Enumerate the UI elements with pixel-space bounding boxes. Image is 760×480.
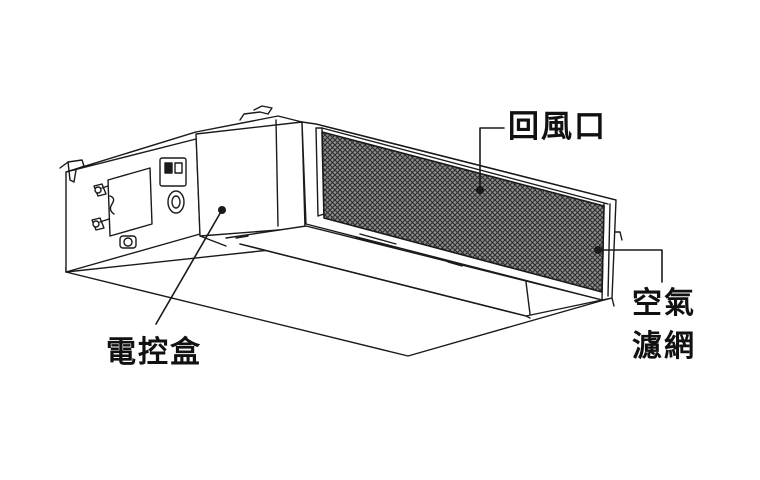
dot-return-air <box>476 186 484 194</box>
air-filter-mesh <box>321 131 605 293</box>
label-air-filter-line1: 空氣 <box>632 286 696 321</box>
mounting-bracket-top <box>239 105 273 121</box>
label-air-filter: 空氣 濾網 <box>632 282 712 368</box>
pipe-connection-gas <box>91 217 113 231</box>
side-cover-plate <box>107 167 153 237</box>
terminal-block <box>159 157 187 187</box>
label-air-filter-line2: 濾網 <box>632 329 696 364</box>
dot-control-box <box>218 206 226 214</box>
leader-return-air <box>479 127 505 191</box>
dot-filter <box>594 246 602 254</box>
wire-grommet <box>167 190 185 214</box>
mounting-bracket-left <box>59 159 85 183</box>
label-return-air: 回風口 <box>508 109 607 145</box>
lower-duct-flange <box>225 225 603 319</box>
leader-control-box <box>155 209 223 325</box>
leader-filter <box>597 249 663 283</box>
label-control-box: 電控盒 <box>106 335 202 370</box>
drain-connection <box>119 235 137 249</box>
